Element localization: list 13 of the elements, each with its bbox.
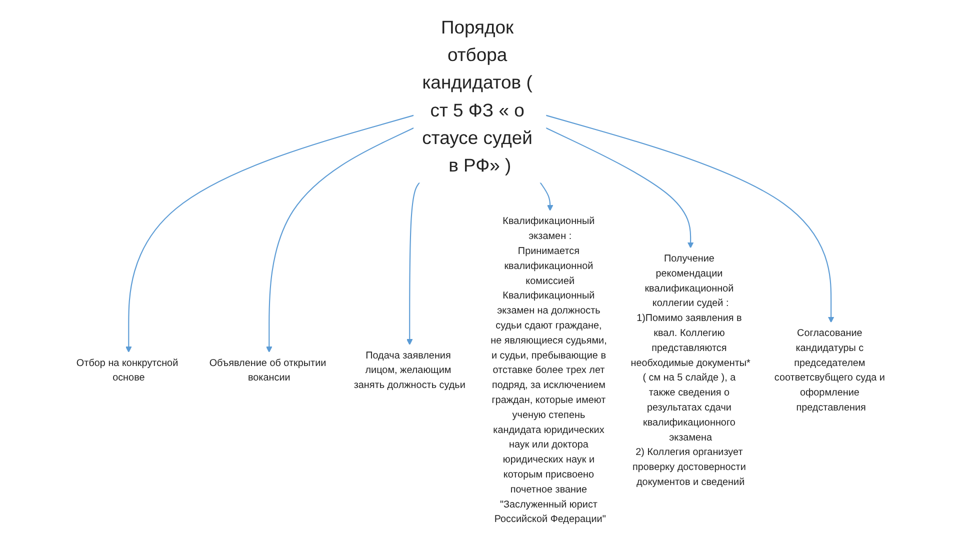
arrow xyxy=(540,182,554,212)
arrow xyxy=(546,114,834,323)
node-text: Согласование кандидатуры с председателем соответсвубщего суда и оформление представления xyxy=(774,326,886,413)
node-text: Получение рекомендации квалификационной коллегии судей : 1)Помимо заявления в квал. Коллегию представляются необходимые документы*( см на 5 слайде ), а также сведения о результатах сдачи квалификационного экзамена 2) Коллегия организует проверку достоверности документов и сведений xyxy=(630,252,751,488)
node-text: Квалификационный экзамен : Принимается квалификационной комиссией Квалификационный экзамен на должность судьи сдают граждане, не являющиеся судьями, и судьи, пребывающие в отставке более трех лет подряд, за исключением граждан, которые имеют ученую степень кандидата юридических наук или доктора юридических наук и которым присвоено почетное звание "Заслуженный юрист Российской Федерации" xyxy=(490,215,607,524)
arrow xyxy=(546,127,694,248)
node-text: Подача заявления лицом, желающим занять должность судьи xyxy=(354,349,466,390)
arrow xyxy=(266,127,414,353)
arrow xyxy=(406,182,420,346)
node-text: Порядок отбора кандидатов ( ст 5 ФЗ « о стаусе судей в РФ» ) xyxy=(422,16,533,176)
node-text: Объявление об открытии вокансии xyxy=(209,356,326,383)
node-text: Отбор на конкрутсной основе xyxy=(76,356,178,383)
arrow xyxy=(126,114,414,353)
